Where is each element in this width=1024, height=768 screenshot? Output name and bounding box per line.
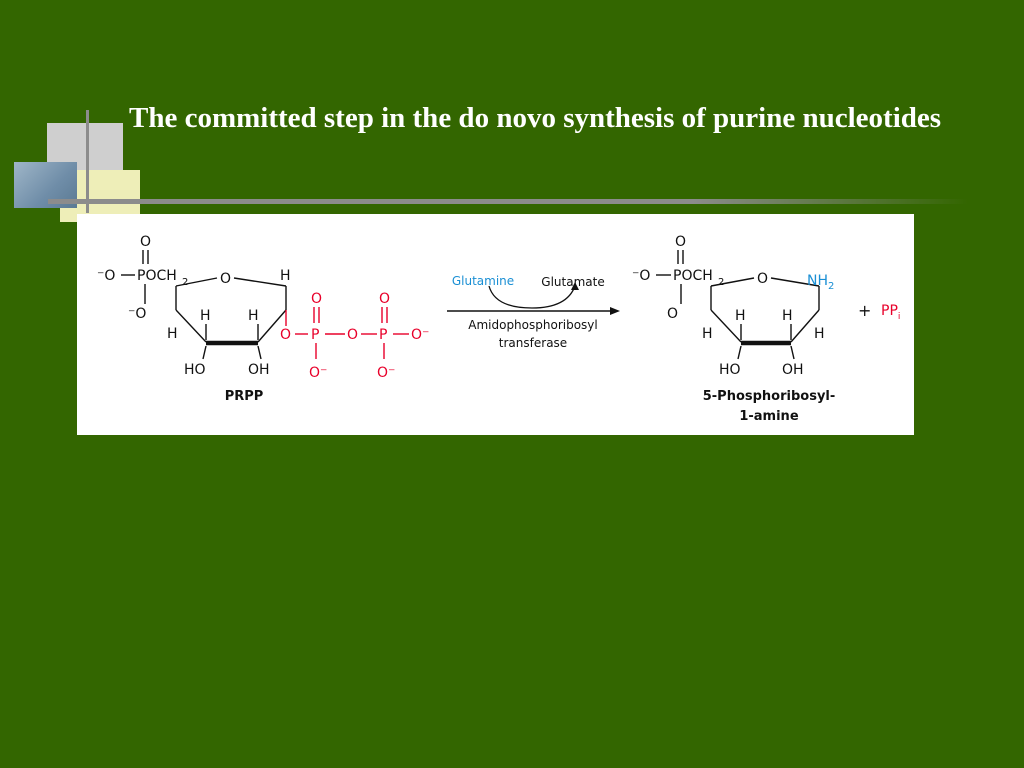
svg-text:O⁻: O⁻ [411,327,429,343]
svg-text:⁻O: ⁻O [128,306,146,322]
product-label-line1: 5-Phosphoribosyl- [703,389,836,404]
svg-text:O: O [140,234,151,250]
svg-text:H: H [280,268,291,284]
product-label-line2: 1-amine [739,409,798,424]
slide-title: The committed step in the do novo synthe… [129,102,942,134]
decor-vertical-line [86,110,89,213]
svg-text:P: P [379,327,387,343]
svg-text:O: O [675,234,686,250]
svg-text:O⁻: O⁻ [377,365,395,381]
svg-text:POCH: POCH [137,268,177,284]
svg-text:OH: OH [248,362,270,378]
svg-text:O: O [280,327,291,343]
svg-text:O: O [347,327,358,343]
svg-text:O: O [379,291,390,307]
svg-text:POCH: POCH [673,268,713,284]
svg-text:O: O [667,306,678,322]
svg-text:H: H [702,326,713,342]
amine-group-label: NH2 [807,273,834,292]
svg-text:H: H [167,326,178,342]
svg-text:P: P [311,327,319,343]
svg-text:⁻O: ⁻O [97,268,115,284]
svg-text:HO: HO [719,362,741,378]
svg-text:H: H [782,308,793,324]
co-substrate-label: Glutamine [452,274,514,288]
product-structure: O ⁻O POCH 2 O O H H H H HO OH [632,234,825,378]
reaction-arrow [447,282,620,315]
svg-text:OH: OH [782,362,804,378]
title-underline-rule [48,199,968,204]
enzyme-label-line1: Amidophosphoribosyl [468,318,598,332]
reaction-figure: O ⁻O POCH 2 ⁻O O H H H H HO OH O P O [77,214,914,435]
prpp-structure: O ⁻O POCH 2 ⁻O O H H H H HO OH O P O [97,234,429,381]
enzyme-label-line2: transferase [499,336,567,350]
svg-text:H: H [200,308,211,324]
byproduct-label: PPi [881,303,900,322]
substrate-label: PRPP [225,389,264,404]
svg-text:O: O [311,291,322,307]
svg-text:H: H [735,308,746,324]
plus-sign: + [858,301,871,320]
svg-text:H: H [248,308,259,324]
svg-text:2: 2 [718,277,724,288]
svg-text:O⁻: O⁻ [309,365,327,381]
reaction-diagram: O ⁻O POCH 2 ⁻O O H H H H HO OH O P O [97,234,900,424]
svg-text:O: O [220,271,231,287]
svg-text:O: O [757,271,768,287]
co-product-label: Glutamate [541,275,604,289]
svg-text:2: 2 [182,277,188,288]
svg-text:HO: HO [184,362,206,378]
svg-text:⁻O: ⁻O [632,268,650,284]
svg-text:H: H [814,326,825,342]
